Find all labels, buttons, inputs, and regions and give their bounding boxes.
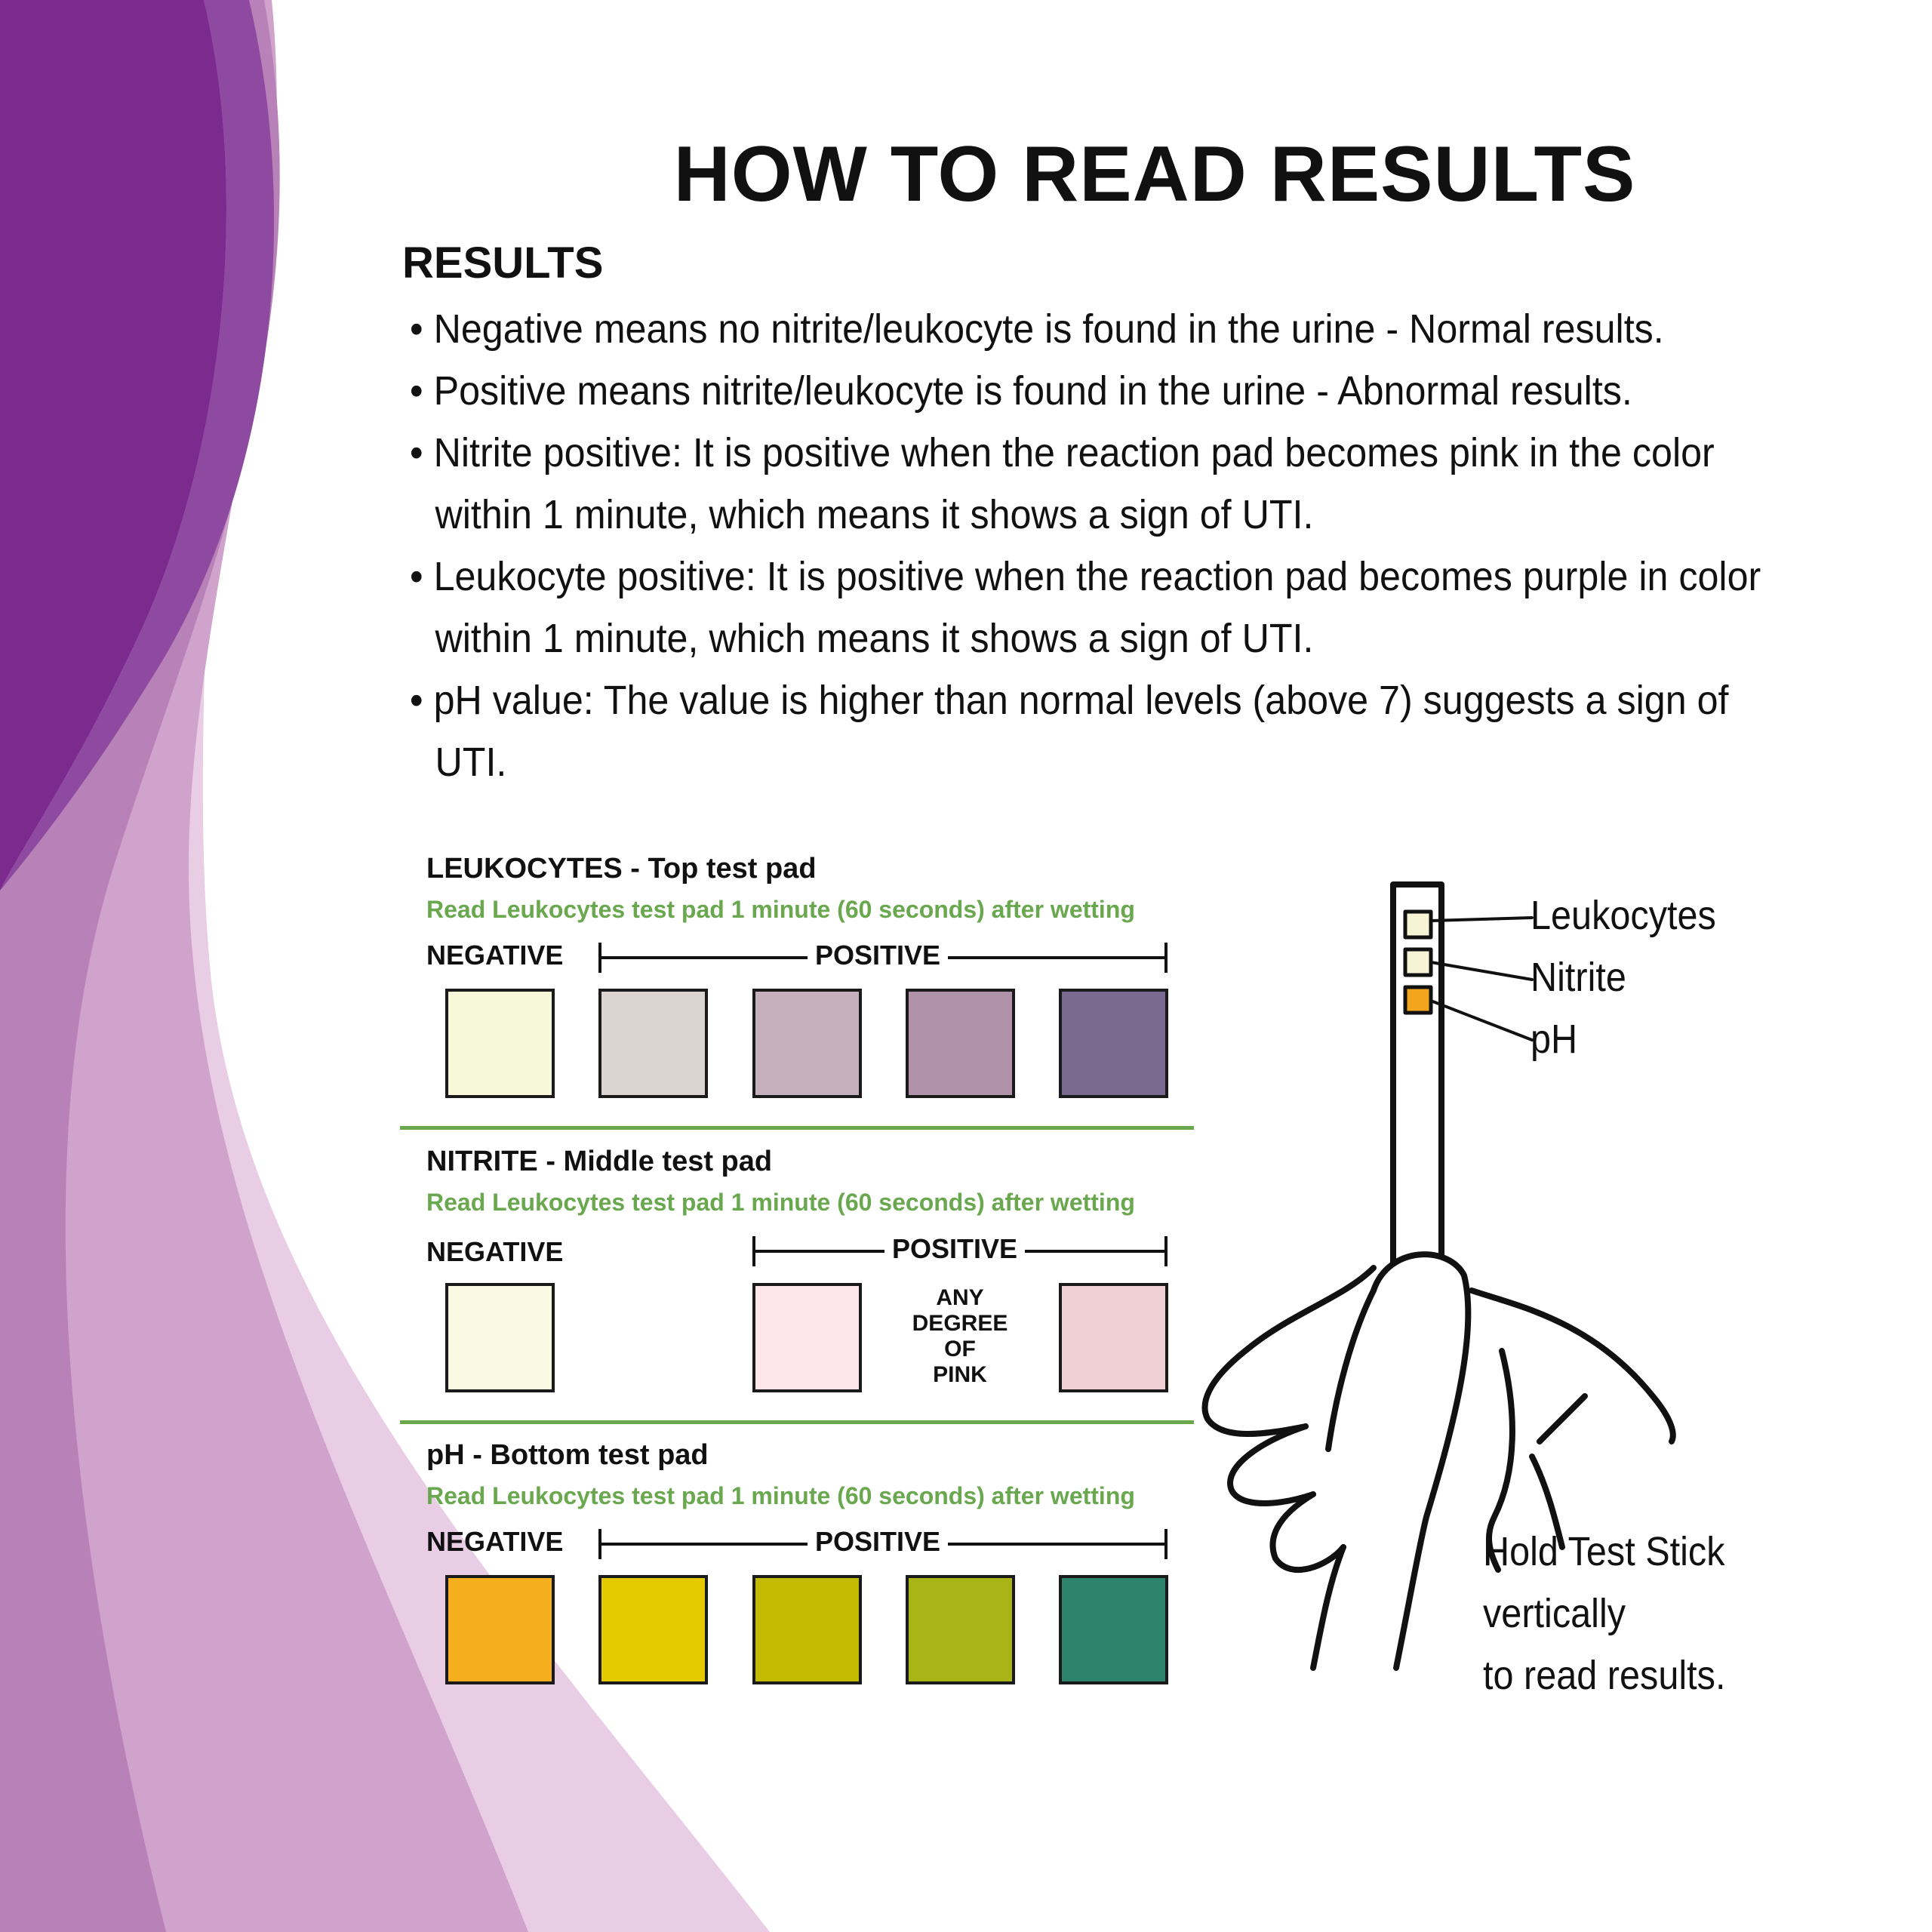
leader-line-leukocytes bbox=[1429, 916, 1534, 922]
leukocytes-swatch-3 bbox=[906, 989, 1015, 1098]
nitrite-swatch-negative bbox=[445, 1283, 555, 1392]
nitrite-note: Read Leukocytes test pad 1 minute (60 se… bbox=[426, 1189, 1135, 1216]
leukocytes-positive-label: POSITIVE bbox=[808, 940, 949, 971]
leukocytes-range-cap-left bbox=[598, 943, 601, 973]
ph-swatch-2 bbox=[752, 1575, 862, 1684]
nitrite-range-cap-left bbox=[752, 1236, 755, 1266]
leukocytes-swatch-1 bbox=[598, 989, 708, 1098]
bullet-nitrite-positive: Nitrite positive: It is positive when th… bbox=[400, 422, 1776, 546]
leukocytes-section: LEUKOCYTES - Top test pad Read Leukocyte… bbox=[426, 853, 1181, 1109]
results-heading: RESULTS bbox=[402, 238, 604, 288]
stick-pad-ph bbox=[1403, 985, 1433, 1015]
nitrite-title: NITRITE - Middle test pad bbox=[426, 1146, 773, 1177]
leukocytes-note: Read Leukocytes test pad 1 minute (60 se… bbox=[426, 896, 1135, 923]
leukocytes-range-cap-right bbox=[1164, 943, 1168, 973]
nitrite-swatch-positive-1 bbox=[752, 1283, 862, 1392]
ph-title: pH - Bottom test pad bbox=[426, 1439, 709, 1471]
section-divider-2 bbox=[400, 1420, 1194, 1424]
ph-negative-label: NEGATIVE bbox=[426, 1526, 564, 1557]
bullet-ph-value: pH value: The value is higher than norma… bbox=[400, 669, 1776, 793]
nitrite-section: NITRITE - Middle test pad Read Leukocyte… bbox=[426, 1146, 1181, 1402]
ph-range-cap-left bbox=[598, 1529, 601, 1559]
ph-section: pH - Bottom test pad Read Leukocytes tes… bbox=[426, 1439, 1181, 1696]
ph-swatch-4 bbox=[1059, 1575, 1168, 1684]
nitrite-swatch-positive-2 bbox=[1059, 1283, 1168, 1392]
results-bullet-list: Negative means no nitrite/leukocyte is f… bbox=[400, 298, 1776, 793]
hand-back bbox=[1469, 1287, 1676, 1444]
hold-stick-instruction: Hold Test Stick vertically to read resul… bbox=[1483, 1529, 1726, 1698]
finger-1 bbox=[1201, 1265, 1377, 1437]
hand-holding-test-stick-illustration bbox=[1201, 881, 1676, 1671]
leader-line-ph bbox=[1429, 999, 1534, 1041]
thumb-outline bbox=[1371, 1251, 1472, 1671]
leukocytes-negative-label: NEGATIVE bbox=[426, 940, 564, 971]
section-divider-1 bbox=[400, 1126, 1194, 1130]
nitrite-positive-label: POSITIVE bbox=[884, 1233, 1026, 1265]
wave-dark-edge bbox=[0, 0, 275, 891]
ph-positive-label: POSITIVE bbox=[808, 1526, 949, 1558]
bullet-leukocyte-positive: Leukocyte positive: It is positive when … bbox=[400, 546, 1776, 669]
bullet-negative: Negative means no nitrite/leukocyte is f… bbox=[400, 298, 1776, 360]
nitrite-range-cap-right bbox=[1164, 1236, 1168, 1266]
ph-note: Read Leukocytes test pad 1 minute (60 se… bbox=[426, 1482, 1135, 1509]
ph-swatch-negative bbox=[445, 1575, 555, 1684]
ph-swatch-1 bbox=[598, 1575, 708, 1684]
stick-label-nitrite: Nitrite bbox=[1531, 955, 1626, 1000]
leukocytes-swatch-negative bbox=[445, 989, 555, 1098]
ph-swatch-3 bbox=[906, 1575, 1015, 1684]
finger-2 bbox=[1227, 1423, 1316, 1506]
leukocytes-swatch-4 bbox=[1059, 989, 1168, 1098]
bullet-positive: Positive means nitrite/leukocyte is foun… bbox=[400, 360, 1776, 422]
page-title: HOW TO READ RESULTS bbox=[673, 131, 1636, 218]
stick-pad-nitrite bbox=[1403, 947, 1433, 977]
wave-dark bbox=[0, 0, 226, 891]
ph-range-cap-right bbox=[1164, 1529, 1168, 1559]
stick-pad-leukocytes bbox=[1403, 909, 1433, 940]
stick-label-ph: pH bbox=[1531, 1017, 1578, 1062]
leukocytes-swatch-2 bbox=[752, 989, 862, 1098]
finger-4 bbox=[1310, 1544, 1346, 1671]
leader-line-nitrite bbox=[1429, 961, 1534, 981]
leukocytes-title: LEUKOCYTES - Top test pad bbox=[426, 853, 817, 884]
test-stick bbox=[1390, 881, 1444, 1265]
stick-label-leukocytes: Leukocytes bbox=[1531, 893, 1716, 938]
nitrite-any-degree-of-pink: ANY DEGREE OF PINK bbox=[912, 1285, 1008, 1387]
nitrite-negative-label: NEGATIVE bbox=[426, 1236, 564, 1267]
finger-3 bbox=[1269, 1491, 1346, 1573]
